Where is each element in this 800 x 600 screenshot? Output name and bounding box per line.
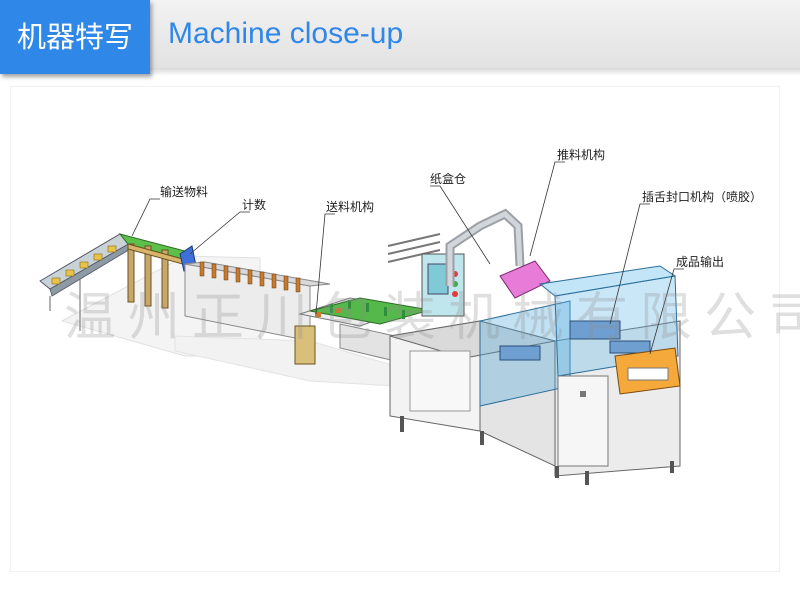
callout-lines (131, 161, 684, 355)
label-feeding-material: 输送物料 (160, 184, 208, 199)
label-tuck-sealing: 插舌封口机构（喷胶） (642, 189, 762, 204)
door-panel (557, 375, 609, 467)
leg-2 (144, 245, 152, 307)
internal-mechanism (499, 320, 651, 361)
feeding-items (51, 245, 117, 285)
machine-feet (400, 416, 674, 485)
buckets (199, 261, 301, 293)
label-product-output: 成品输出 (676, 254, 724, 269)
carton-magazine-rails (387, 233, 441, 263)
leg-3 (161, 249, 169, 309)
label-carton-magazine: 纸盒仓 (430, 171, 466, 186)
watermark: 温州正川包装机械有限公司 (64, 288, 800, 348)
label-pushing-mechanism: 推料机构 (557, 147, 605, 162)
label-feeding-mechanism: 送料机构 (326, 199, 374, 214)
pushing-mechanism (499, 260, 551, 299)
section-tag: 机器特写 (0, 0, 150, 74)
header-shadow (0, 68, 800, 76)
leg-1 (127, 243, 135, 303)
machine-illustration: 输送物料 计数 送料机构 纸盒仓 推料机构 插舌封口机构（喷胶） 成品输出 (10, 86, 780, 572)
label-counting: 计数 (242, 197, 266, 212)
page-title: Machine close-up (168, 17, 404, 50)
feeding-items-2 (315, 308, 341, 317)
transfer-box (294, 325, 316, 365)
feeding-lugs (330, 300, 405, 319)
